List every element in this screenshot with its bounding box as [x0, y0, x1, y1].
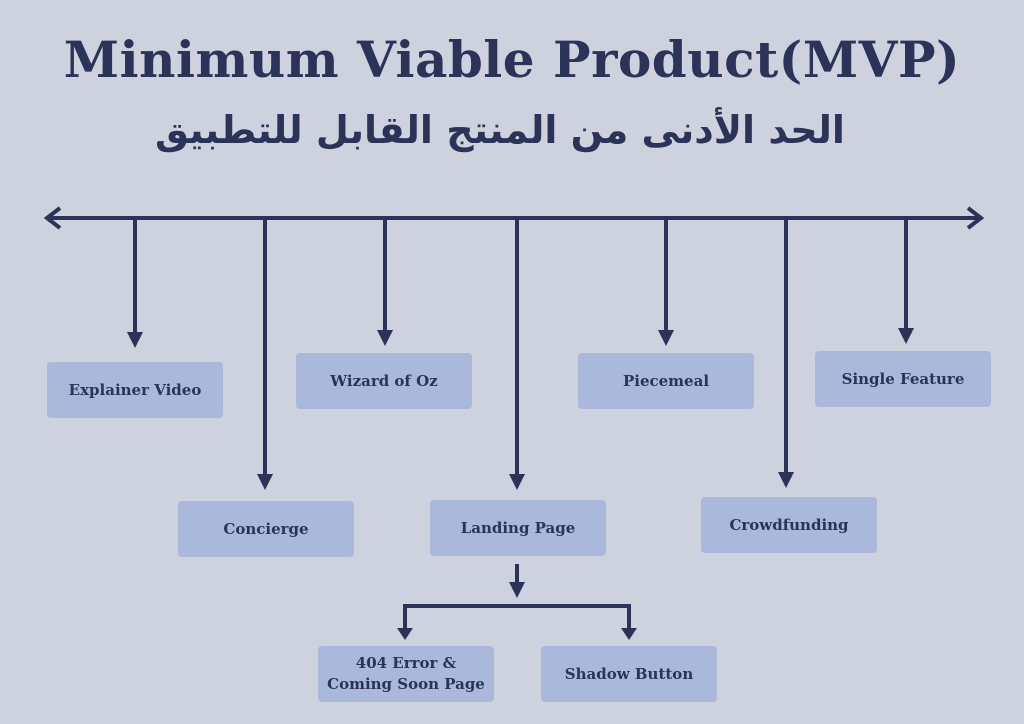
node-shadow-button: Shadow Button [541, 646, 717, 702]
node-label: Concierge [223, 519, 309, 538]
page-title: Minimum Viable Product(MVP) [63, 30, 961, 89]
node-label: Crowdfunding [729, 515, 849, 534]
node-label: Wizard of Oz [330, 371, 438, 390]
node-concierge: Concierge [178, 501, 354, 557]
node-label: Single Feature [841, 369, 965, 388]
node-explainer-video: Explainer Video [47, 362, 223, 418]
arabic-subtitle: الحد الأدنى من المنتج القابل للتطبيق [155, 108, 845, 152]
node-label: Shadow Button [564, 664, 694, 683]
node-wizard-of-oz: Wizard of Oz [296, 353, 472, 409]
node-crowdfunding: Crowdfunding [701, 497, 877, 553]
node-landing-page: Landing Page [430, 500, 606, 556]
node-label: Landing Page [460, 518, 576, 537]
left-arrowhead-icon [43, 206, 62, 230]
node-label: Piecemeal [622, 371, 710, 390]
node-label-line2: Coming Soon Page [327, 675, 485, 693]
node-single-feature: Single Feature [815, 351, 991, 407]
right-arrowhead-icon [966, 206, 985, 230]
node-piecemeal: Piecemeal [578, 353, 754, 409]
branch-line [403, 604, 631, 632]
node-label-line1: 404 Error & [355, 654, 457, 672]
node-label: Explainer Video [68, 380, 202, 399]
node-404-error: 404 Error & Coming Soon Page [318, 646, 494, 702]
